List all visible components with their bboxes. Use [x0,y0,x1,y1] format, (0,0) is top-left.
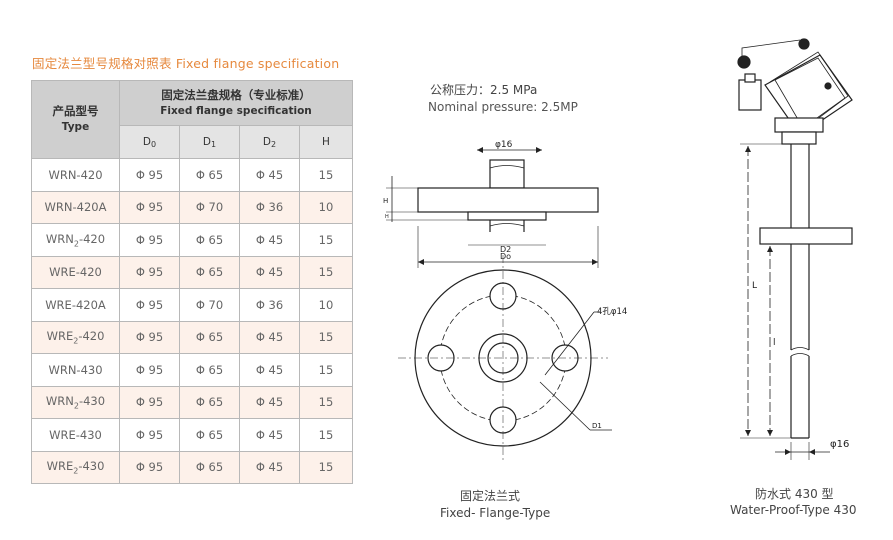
cell-h: 15 [299,353,353,387]
cell-d1: Φ 65 [179,223,240,257]
col-header-d2: DD22 [239,125,300,159]
probe-caption-en: Water-Proof-Type 430 [730,503,857,517]
cell-type: WRN2-430 [31,385,120,419]
cell-d2: Φ 45 [239,320,300,354]
spec-table: 产品型号 Type 固定法兰盘规格（专业标准） Fixed flange spe… [31,80,353,484]
cell-d1: Φ 65 [179,158,240,192]
cell-h: 10 [299,190,353,224]
group-header: 固定法兰盘规格（专业标准） Fixed flange specification [119,80,353,126]
cell-h: 15 [299,320,353,354]
cell-type: WRE2-420 [31,320,120,354]
pressure-cn: 公称压力：2.5 MPa [430,83,538,97]
cell-d0: Φ 95 [119,385,180,419]
type-header-en: Type [61,121,90,133]
cell-d2: Φ 45 [239,450,300,484]
flange-caption-en: Fixed- Flange-Type [440,506,551,520]
col-header-h: H [299,125,353,159]
probe-L-label: L [752,281,757,291]
col-header-d0: DD00 [119,125,180,159]
cell-h: 15 [299,418,353,452]
cell-d0: Φ 95 [119,353,180,387]
cell-type: WRN2-420 [31,223,120,257]
cell-d1: Φ 65 [179,255,240,289]
probe-caption-cn: 防水式 430 型 [755,487,834,501]
flange-d1-label: D1 [592,422,602,430]
col-header-d1: DD11 [179,125,240,159]
flange-caption-cn: 固定法兰式 [460,489,521,503]
group-header-cn: 固定法兰盘规格（专业标准） [161,87,311,102]
flange-front-view: 4孔φ14 D1 [398,255,627,460]
cell-type: WRE-420A [31,288,120,322]
cell-d0: Φ 95 [119,418,180,452]
cell-d2: Φ 45 [239,385,300,419]
cell-d2: Φ 45 [239,255,300,289]
cell-type: WRN-420A [31,190,120,224]
cell-h: 15 [299,385,353,419]
cell-type: WRE-420 [31,255,120,289]
cell-d2: Φ 45 [239,223,300,257]
cell-d2: Φ 36 [239,288,300,322]
flange-do-label: Do [500,252,511,261]
flange-phi16-label: φ16 [495,140,513,150]
cell-type: WRE2-430 [31,450,120,484]
cell-type: WRN-420 [31,158,120,192]
pressure-en: Nominal pressure: 2.5MP [428,100,578,114]
cell-type: WRN-430 [31,353,120,387]
cell-d1: Φ 70 [179,190,240,224]
cell-h: 15 [299,255,353,289]
flange-side-view: φ16 H H D2 Do [383,140,599,268]
type-header-cn: 产品型号 [52,104,99,118]
cell-d2: Φ 45 [239,158,300,192]
cell-h: 10 [299,288,353,322]
cell-d1: Φ 65 [179,450,240,484]
flange-holes-label: 4孔φ14 [597,307,627,317]
cell-d2: Φ 45 [239,353,300,387]
flange-h-label: H [383,197,388,205]
cell-d1: Φ 70 [179,288,240,322]
cell-h: 15 [299,223,353,257]
cell-h: 15 [299,450,353,484]
cell-d0: Φ 95 [119,255,180,289]
probe-drawing: L l φ16 [737,38,853,460]
probe-phi16-label: φ16 [830,439,849,450]
cell-d2: Φ 36 [239,190,300,224]
group-header-en: Fixed flange specification [160,104,312,117]
svg-text:H: H [385,214,389,220]
table-title: 固定法兰型号规格对照表 Fixed flange specification [32,56,340,71]
flange-d2-label: D2 [500,245,511,254]
probe-l-label: l [773,338,776,348]
cell-h: 15 [299,158,353,192]
cell-d0: Φ 95 [119,190,180,224]
cell-d0: Φ 95 [119,450,180,484]
